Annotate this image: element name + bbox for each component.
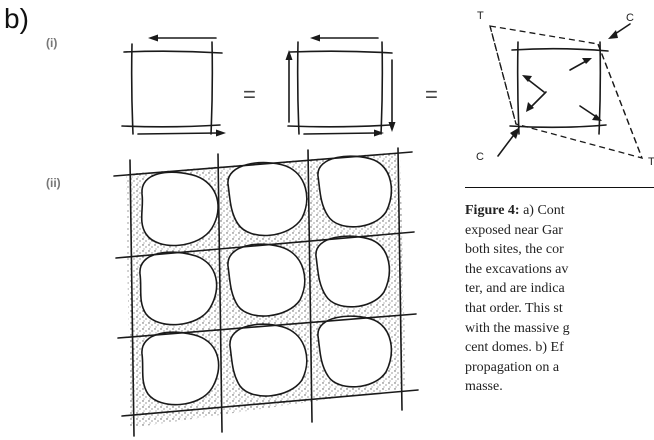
- caption-line: the excavations av: [465, 261, 569, 277]
- dome-block: [227, 161, 308, 237]
- caption-line: propagation on a: [465, 359, 560, 375]
- dome-block: [140, 171, 219, 247]
- couple-arrow-right: [388, 122, 396, 132]
- strain-tension-compression-figure: [489, 23, 644, 159]
- caption-line: cent domes. b) Ef: [465, 340, 564, 356]
- compression-label-top-right: C: [626, 12, 634, 24]
- caption-line: exposed near Gar: [465, 222, 563, 238]
- subpanel-i-label: (i): [46, 36, 58, 50]
- dome-block: [141, 331, 220, 406]
- tension-label-top-left: T: [477, 10, 484, 22]
- tension-label-bottom-right: T: [648, 156, 654, 168]
- caption-line: that order. This st: [465, 300, 563, 316]
- couple-arrow-bottom: [374, 129, 384, 137]
- figure-caption: Figure 4: a) Cont exposed near Gar both …: [465, 201, 654, 440]
- subpanel-ii-label: (ii): [46, 176, 61, 190]
- caption-lead-rest: a) Cont: [519, 203, 565, 218]
- caption-line: with the massive g: [465, 320, 570, 336]
- caption-line-1: Figure 4: a) Cont: [465, 201, 654, 221]
- caption-line: ter, and are indica: [465, 281, 565, 297]
- caption-line: both sites, the cor: [465, 242, 564, 258]
- shear-arrow-top-left: [148, 34, 158, 42]
- compression-label-bottom-left: C: [476, 151, 484, 163]
- couple-arrow-top: [310, 34, 320, 42]
- caption-lead: Figure 4:: [465, 203, 520, 218]
- caption-line: masse.: [465, 379, 503, 395]
- panel-label: b): [4, 3, 29, 34]
- dome-block: [317, 155, 393, 228]
- dome-block: [229, 323, 308, 397]
- dome-block: [139, 251, 218, 326]
- shear-arrow-bottom-right: [216, 129, 226, 137]
- simple-shear-square-figure: [121, 34, 226, 137]
- dome-grid-figure: [113, 147, 419, 437]
- equals-sign-1: =: [243, 82, 256, 107]
- pure-shear-couple-square-figure: [285, 34, 396, 137]
- dome-block: [317, 315, 393, 388]
- equals-sign-2: =: [425, 82, 438, 107]
- dome-block: [227, 243, 306, 317]
- caption-divider: [465, 187, 654, 188]
- couple-arrow-left: [285, 50, 293, 60]
- dome-block: [315, 235, 391, 308]
